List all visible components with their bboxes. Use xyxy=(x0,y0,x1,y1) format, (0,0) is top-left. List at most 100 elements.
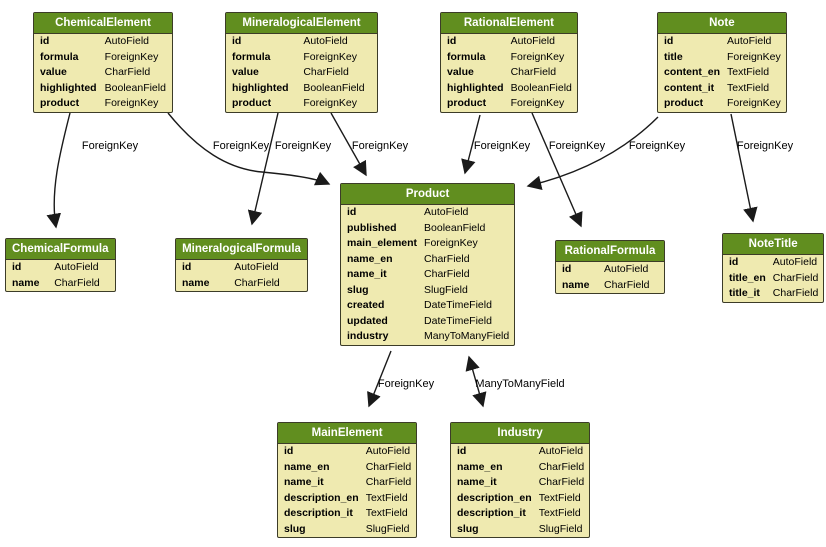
field-type: ForeignKey xyxy=(510,50,565,63)
edge-rationalelement-product-product xyxy=(461,114,481,175)
field-name: id xyxy=(347,206,357,218)
field-type: ForeignKey xyxy=(303,50,358,63)
field-name: created xyxy=(347,299,385,311)
field-type: ForeignKey xyxy=(424,237,478,249)
field-name: slug xyxy=(284,522,306,535)
field-name: formula xyxy=(232,50,271,63)
field-name: updated xyxy=(347,314,388,327)
field-name: id xyxy=(232,35,242,47)
entity-title: Note xyxy=(658,13,786,34)
field-type: TextField xyxy=(538,507,581,519)
field-type: AutoField xyxy=(303,35,348,47)
edge-label: ForeignKey xyxy=(212,140,270,152)
entity-body: id AutoField name CharField xyxy=(556,262,664,293)
edge-label: ForeignKey xyxy=(473,140,531,152)
entity-title: NoteTitle xyxy=(723,234,824,255)
field-type: AutoField xyxy=(772,256,818,268)
entity-title: MineralogicalElement xyxy=(226,13,377,34)
field-name: description_it xyxy=(457,507,526,519)
field-row: description_it TextField xyxy=(278,506,416,522)
field-name: description_en xyxy=(457,491,532,504)
field-name: id xyxy=(12,261,22,273)
edge-mineralogicalelement-product-product xyxy=(330,112,367,177)
field-type: AutoField xyxy=(510,35,555,47)
edge-label: ForeignKey xyxy=(628,140,686,152)
edge-label: ForeignKey xyxy=(377,378,435,390)
field-type: TextField xyxy=(365,507,408,519)
field-type: AutoField xyxy=(727,35,772,47)
field-type: AutoField xyxy=(604,263,649,275)
field-name: name_en xyxy=(457,460,503,473)
field-type: CharField xyxy=(54,276,100,289)
field-name: highlighted xyxy=(447,81,504,94)
field-name: name_it xyxy=(347,268,387,280)
field-type: ForeignKey xyxy=(104,50,159,63)
field-name: value xyxy=(447,66,474,78)
field-name: content_it xyxy=(664,81,715,94)
field-row: id AutoField xyxy=(556,262,664,278)
field-name: name xyxy=(182,276,210,289)
field-row: formula ForeignKey xyxy=(226,50,377,66)
field-name: name xyxy=(562,278,590,291)
field-type: CharField xyxy=(772,271,819,284)
field-row: name CharField xyxy=(176,276,307,292)
field-name: id xyxy=(562,263,572,275)
field-type: BooleanField xyxy=(303,81,365,94)
field-type: DateTimeField xyxy=(424,299,492,311)
field-name: slug xyxy=(347,283,369,296)
field-type: CharField xyxy=(604,278,650,291)
field-name: description_it xyxy=(284,507,353,519)
field-type: CharField xyxy=(538,476,585,488)
field-row: created DateTimeField xyxy=(341,298,514,314)
field-name: title_it xyxy=(729,287,760,299)
field-name: product xyxy=(447,97,487,109)
field-name: industry xyxy=(347,330,389,342)
field-name: highlighted xyxy=(232,81,289,94)
field-type: ForeignKey xyxy=(727,97,781,109)
edge-label: ManyToManyField xyxy=(475,378,565,390)
field-name: content_en xyxy=(664,66,721,78)
edge-product-industry-manytomany xyxy=(465,355,487,408)
field-type: CharField xyxy=(772,287,819,299)
edge-label: ForeignKey xyxy=(274,140,332,152)
field-type: ForeignKey xyxy=(303,97,358,109)
field-type: CharField xyxy=(538,460,585,473)
field-row: highlighted BooleanField xyxy=(226,81,377,97)
edge-label: ForeignKey xyxy=(351,140,409,152)
edge-rationalelement-formula-rationalformula xyxy=(531,112,583,228)
field-type: CharField xyxy=(234,276,280,289)
